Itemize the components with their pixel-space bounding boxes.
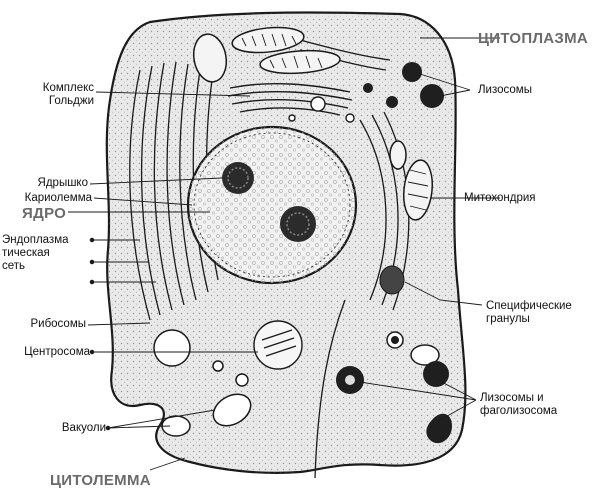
label-vacuoles: Вакуоли bbox=[61, 422, 106, 434]
lysosomes bbox=[363, 62, 444, 108]
label-nucleus: ЯДРО bbox=[22, 205, 67, 222]
label-ribosomes: Рибосомы bbox=[30, 318, 86, 330]
label-centrosome: Центросома bbox=[24, 346, 90, 358]
label-specific-granules: Специфические гранулы bbox=[486, 300, 572, 325]
label-cytolemma: ЦИТОЛЕММА bbox=[50, 472, 151, 489]
centrosome bbox=[253, 320, 303, 370]
mitochondria bbox=[192, 26, 434, 221]
vacuoles bbox=[153, 329, 252, 437]
phagolysosomes bbox=[336, 361, 452, 444]
label-karyolemma: Кариолемма bbox=[24, 192, 92, 204]
nucleus bbox=[186, 125, 358, 285]
label-golgi: Комплекс Гольджи bbox=[42, 82, 94, 107]
label-cytoplasm: ЦИТОПЛАЗМА bbox=[478, 30, 589, 47]
label-lysosomes-top: Лизосомы bbox=[478, 84, 532, 96]
label-er: Эндоплазма тическая сеть bbox=[2, 234, 69, 272]
label-mitochondria: Митохондрия bbox=[464, 192, 536, 204]
specific-granules bbox=[379, 265, 440, 366]
nucleolus bbox=[222, 162, 254, 194]
label-nucleolus: Ядрышко bbox=[37, 177, 88, 189]
label-lyso-phago: Лизосомы и фаголизосома bbox=[480, 392, 558, 417]
golgi-complex bbox=[227, 82, 355, 123]
